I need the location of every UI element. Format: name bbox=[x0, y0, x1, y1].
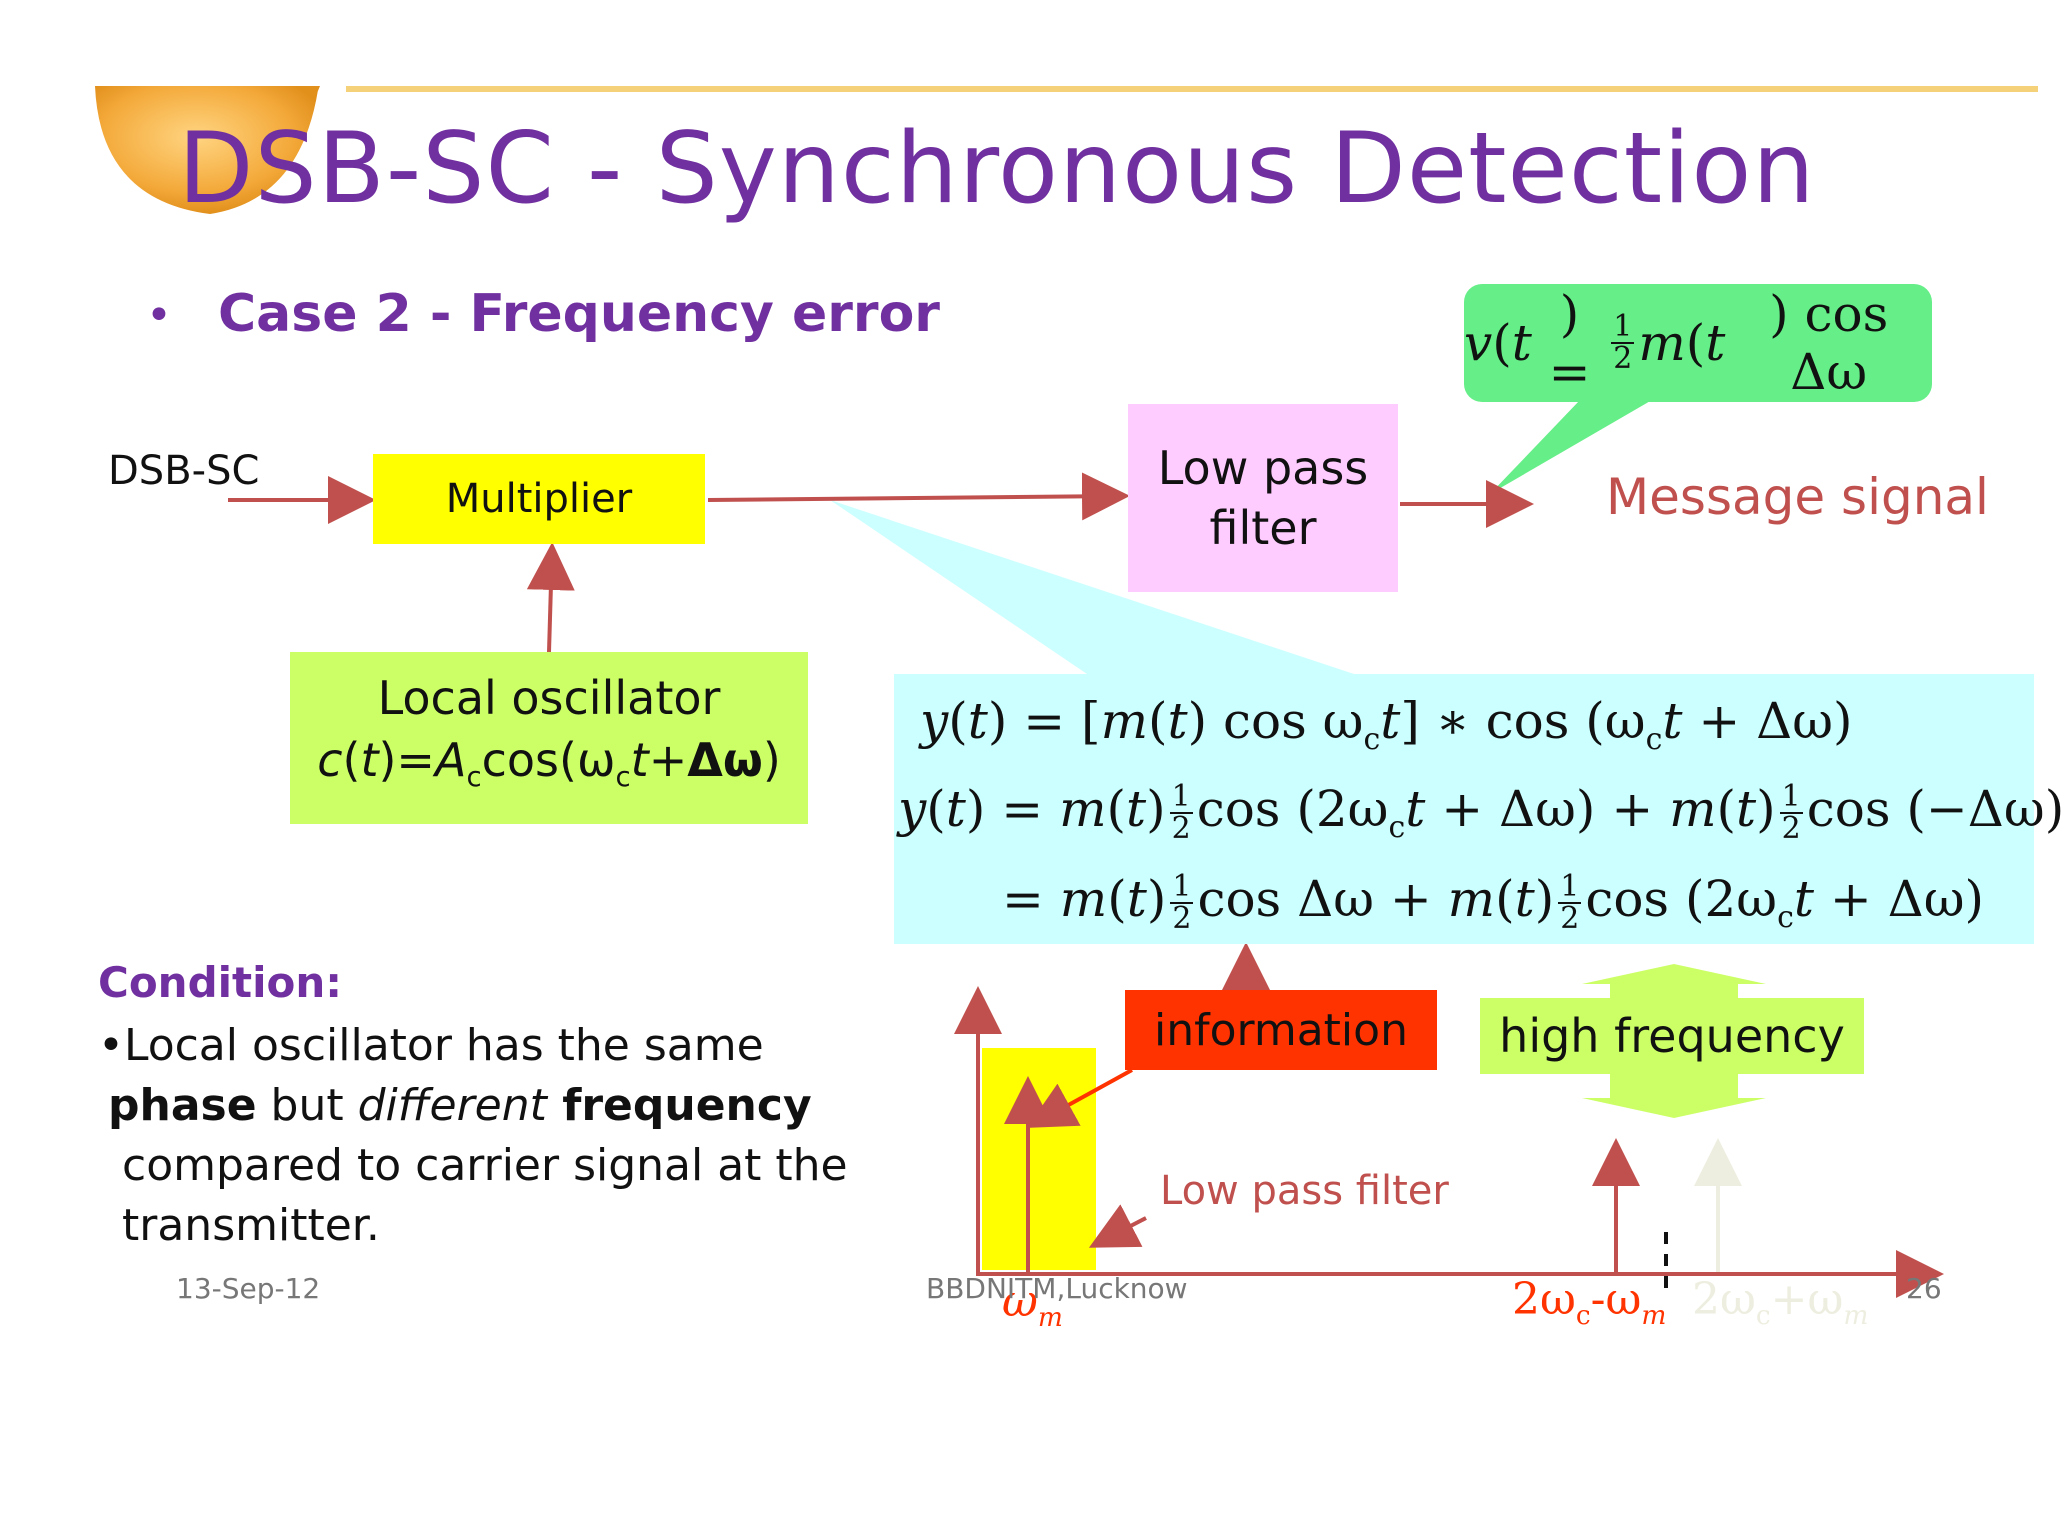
speech-tail bbox=[1490, 400, 1652, 494]
freq-label-sum: 2ωc+ωm bbox=[1692, 1274, 1869, 1331]
bullet-dot: • bbox=[146, 290, 172, 341]
condition-line-1: •Local oscillator has the same bbox=[98, 1020, 764, 1071]
local-oscillator-block: Local oscillator c(t)=Accos(ωct+Δω) bbox=[290, 652, 808, 824]
footer-institute: BBDNITM,Lucknow bbox=[926, 1272, 1188, 1305]
equation-line-1: y(t) = [m(t) cos ωct] ∗ cos (ωct + Δω) bbox=[920, 692, 1853, 757]
output-label: Message signal bbox=[1606, 468, 1989, 526]
equation-callout-wedge bbox=[830, 500, 1360, 676]
freq-label-wm: ωm bbox=[1002, 1276, 1063, 1333]
lpf-line-2: filter bbox=[1209, 501, 1317, 555]
multiplier-block: Multiplier bbox=[373, 454, 705, 544]
oscillator-equation: c(t)=Accos(ωct+Δω) bbox=[317, 733, 781, 794]
information-label: information bbox=[1125, 990, 1437, 1070]
title-rule bbox=[346, 86, 2038, 92]
information-pointer bbox=[1026, 1068, 1133, 1128]
lpf-passband bbox=[982, 1048, 1096, 1270]
low-pass-filter-label: Low pass filter bbox=[1160, 1168, 1449, 1214]
footer-date: 13-Sep-12 bbox=[176, 1272, 321, 1305]
condition-title: Condition: bbox=[98, 958, 343, 1007]
globe-icon bbox=[95, 86, 320, 214]
lpf-line-1: Low pass bbox=[1157, 441, 1369, 495]
condition-line-3: compared to carrier signal at the bbox=[122, 1140, 848, 1191]
lpf-pointer bbox=[1088, 1204, 1147, 1248]
mult-to-lpf-arrow bbox=[707, 472, 1130, 521]
freq-label-diff: 2ωc-ωm bbox=[1512, 1274, 1667, 1331]
condition-line-2: phase but different frequency bbox=[108, 1080, 812, 1131]
slide-title: DSB-SC - Synchronous Detection bbox=[178, 112, 1816, 226]
oscillator-title: Local oscillator bbox=[377, 671, 721, 726]
high-frequency-label: high frequency bbox=[1480, 998, 1864, 1074]
condition-text: •Local oscillator has the same phase but… bbox=[98, 1016, 848, 1256]
input-label: DSB-SC bbox=[108, 448, 260, 494]
equation-box: y(t) = [m(t) cos ωct] ∗ cos (ωct + Δω) y… bbox=[894, 674, 2064, 944]
osc-to-mult-arrow bbox=[526, 542, 575, 653]
condition-line-4: transmitter. bbox=[122, 1200, 380, 1251]
low-pass-filter-block: Low pass filter bbox=[1128, 404, 1398, 592]
footer-page-number: 26 bbox=[1906, 1272, 1942, 1305]
case-heading: Case 2 - Frequency error bbox=[218, 284, 940, 344]
